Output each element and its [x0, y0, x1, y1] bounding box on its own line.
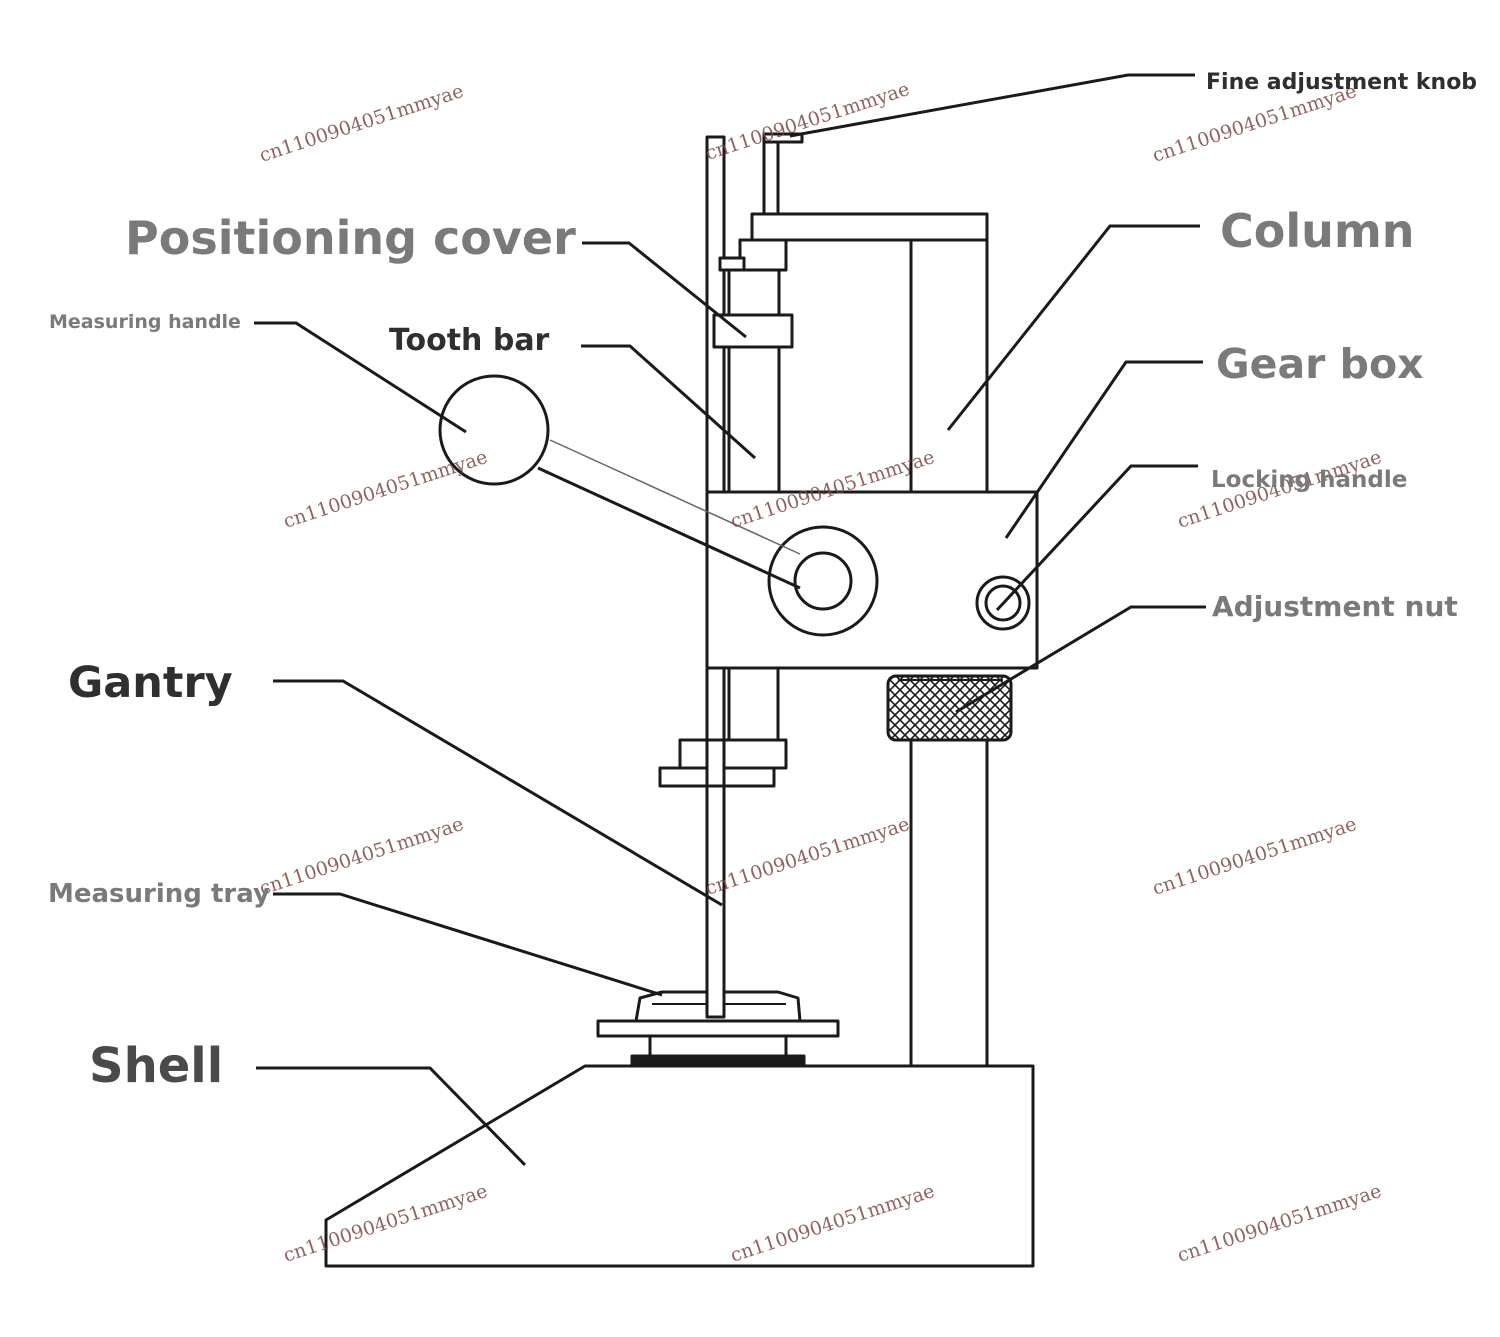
leader-gantry: [273, 679, 723, 907]
label-shell: Shell: [89, 1038, 224, 1094]
svg-text:cn1100904051mmyae: cn1100904051mmyae: [257, 80, 466, 167]
fine-adjustment-stem: [762, 138, 780, 216]
svg-text:cn1100904051mmyae: cn1100904051mmyae: [1150, 813, 1359, 900]
leader-adjustment-nut: [955, 605, 1206, 714]
svg-text:cn1100904051mmyae: cn1100904051mmyae: [281, 446, 490, 533]
measuring-handle-ball: [438, 374, 550, 486]
label-fine-adjustment-knob: Fine adjustment knob: [1206, 70, 1478, 95]
locking-knob-inner: [984, 584, 1022, 622]
label-locking-handle: Locking handle: [1211, 467, 1408, 493]
gear-inner: [793, 551, 853, 611]
leader-fine-adjustment: [789, 73, 1195, 138]
leader-locking-handle: [995, 464, 1198, 612]
leader-column: [946, 224, 1200, 431]
adjustment-nut-body: [886, 674, 1013, 742]
gantry-collar: [678, 738, 788, 770]
upper-sleeve: [727, 268, 781, 494]
tray-neck: [648, 1034, 788, 1058]
svg-text:cn1100904051mmyae: cn1100904051mmyae: [257, 813, 466, 900]
leader-measuring-handle: [254, 321, 467, 434]
svg-text:cn1100904051mmyae: cn1100904051mmyae: [1175, 1180, 1384, 1267]
tray-plate: [596, 1019, 840, 1038]
locking-knob-outer: [975, 575, 1031, 631]
leader-tooth-bar: [581, 344, 757, 460]
lower-sleeve: [727, 666, 780, 742]
top-crossbar: [750, 212, 989, 242]
label-measuring-handle: Measuring handle: [49, 311, 241, 333]
measuring-handle-arm: [537, 466, 801, 590]
leader-shell: [256, 1066, 527, 1167]
gear-box-body: [705, 490, 1039, 670]
label-column: Column: [1220, 204, 1415, 258]
leader-gear-box: [1004, 360, 1203, 539]
column-lower: [909, 738, 989, 1068]
shell-body: [324, 1064, 1035, 1268]
gear-outer: [767, 525, 879, 637]
label-positioning-cover: Positioning cover: [125, 211, 576, 265]
label-tooth-bar: Tooth bar: [389, 323, 550, 358]
label-gantry: Gantry: [68, 658, 233, 708]
svg-text:cn1100904051mmyae: cn1100904051mmyae: [703, 78, 912, 165]
leader-measuring-tray: [273, 892, 663, 997]
svg-text:cn1100904051mmyae: cn1100904051mmyae: [703, 813, 912, 900]
label-measuring-tray: Measuring tray: [48, 879, 270, 909]
label-gear-box: Gear box: [1216, 340, 1424, 388]
label-adjustment-nut: Adjustment nut: [1212, 590, 1458, 623]
column-upper: [909, 238, 989, 494]
leader-positioning-cover: [582, 241, 747, 339]
